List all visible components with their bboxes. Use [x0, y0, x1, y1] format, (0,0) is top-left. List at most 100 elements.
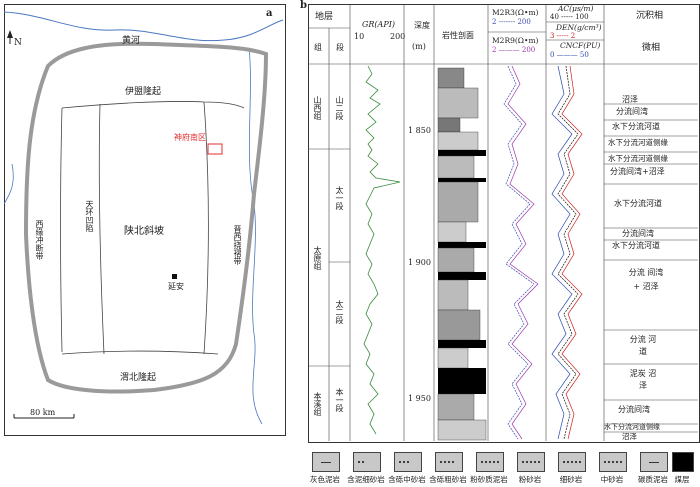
region-yimeng: 伊盟隆起 — [125, 87, 162, 97]
depth-1900: 1 900 — [408, 258, 431, 267]
region-tianhuan: 天环凹陷 — [85, 200, 94, 232]
legend-label: 灰色泥岩 — [310, 475, 340, 484]
texture-dot — [538, 461, 540, 463]
texture-dot — [444, 461, 446, 463]
facies-header: 沉积相 — [636, 11, 664, 21]
texture-dot — [567, 461, 569, 463]
section-ben1: 本一段 — [335, 388, 344, 412]
north-label: N — [14, 38, 22, 48]
facies-row: 分流 间湾 + 沼泽 — [628, 268, 664, 291]
yellow-river — [4, 11, 284, 42]
carbonaceous-mudstone-icon — [640, 452, 668, 472]
texture-dash — [649, 462, 659, 463]
legend-label: 含泥细砂岩 — [347, 475, 385, 484]
depth-header: 深度 — [414, 21, 430, 30]
texture-dot — [534, 461, 536, 463]
cncf-range: 0 ——— 50 — [550, 51, 589, 59]
study-area-label: 神府南区 — [174, 133, 206, 142]
m2r9-header: M2R9(Ω•m) — [492, 36, 539, 45]
den-range: 3 ----- 2 — [550, 32, 576, 40]
facies-row: 沼泽 — [622, 432, 637, 441]
facies-row: 水下分流河道 — [614, 199, 662, 208]
study-area-box — [207, 143, 223, 155]
muddy-fine-sandstone-icon — [353, 452, 381, 472]
region-shanbei: 陕北斜坡 — [124, 226, 164, 237]
texture-dot — [452, 461, 454, 463]
strata-header: 地层 — [315, 12, 334, 22]
texture-dot — [358, 461, 360, 463]
texture-dot — [571, 461, 573, 463]
region-jinxi: 晋西挠褶带 — [233, 225, 242, 265]
texture-dot — [407, 461, 409, 463]
facies-row: 水下分流河道 — [612, 122, 660, 131]
texture-dot — [604, 461, 606, 463]
region-weibei: 渭北隆起 — [120, 373, 157, 383]
facies-row: 水下分流河道侧缘 — [608, 138, 668, 147]
section-tai1: 太一段 — [335, 186, 344, 210]
fine-sandstone-icon — [558, 452, 586, 472]
facies-row: 分流间湾 — [616, 107, 648, 116]
depth-1850: 1 850 — [408, 126, 431, 135]
gr-header: GR(API) — [362, 20, 395, 29]
log-panel-label: b — [300, 0, 307, 11]
facies-row: 分流间湾 — [622, 229, 654, 238]
gravelly-coarse-sandstone-icon — [435, 452, 463, 472]
section-header: 段 — [336, 43, 344, 52]
m2r3-range: 2 ------- 200 — [492, 18, 531, 26]
silty-mudstone-icon — [476, 452, 504, 472]
legend-label: 细砂岩 — [559, 475, 583, 484]
legend-label: 碳质泥岩 — [638, 475, 668, 484]
ac-range: 40 ----- 100 — [550, 13, 589, 21]
texture-dot — [616, 461, 618, 463]
river-label: 黄河 — [122, 36, 141, 46]
map-panel-label: a — [266, 8, 273, 19]
city-label: 延安 — [168, 282, 184, 291]
basin-boundary — [23, 41, 269, 394]
gr-curve — [363, 65, 401, 435]
microfacies-header: 微相 — [642, 43, 661, 53]
texture-dash — [321, 462, 331, 463]
siltstone-icon — [517, 452, 545, 472]
texture-dot — [522, 461, 524, 463]
texture-dot — [399, 461, 401, 463]
well-log-chart — [308, 4, 698, 441]
facies-row: 分流间湾+沼泽 — [610, 167, 665, 176]
facies-row: 沼泽 — [622, 95, 638, 104]
gray-mudstone-icon — [312, 452, 340, 472]
legend-label: 煤层 — [674, 475, 690, 484]
north-arrow-icon — [7, 30, 13, 44]
texture-dot — [497, 461, 499, 463]
texture-dot — [530, 461, 532, 463]
facies-row: 水下分流河道侧缘 — [608, 154, 668, 163]
m2r9-curve — [507, 65, 539, 440]
group-shanxi: 山西组 — [313, 96, 322, 120]
section-tai2: 太二段 — [335, 300, 344, 324]
texture-dot — [608, 461, 610, 463]
legend-label: 含砾中砂岩 — [388, 475, 426, 484]
m2r3-header: M2R3(Ω•m) — [492, 8, 539, 17]
ac-curve — [557, 65, 579, 440]
m2r3-curve — [503, 65, 535, 440]
texture-dot — [526, 461, 528, 463]
section-shan2: 山二段 — [335, 96, 344, 120]
texture-dot — [579, 461, 581, 463]
facies-row: 分流间湾 — [618, 405, 650, 414]
ac-header: AC(μs/m) — [558, 4, 594, 13]
cncf-curve — [551, 65, 573, 440]
texture-dot — [489, 461, 491, 463]
texture-dot — [612, 461, 614, 463]
gr-max: 200 — [390, 32, 406, 41]
facies-row: 分流 河道 — [629, 335, 657, 356]
gr-min: 10 — [354, 32, 365, 41]
scale-bar-icon — [13, 414, 75, 419]
legend-label: 粉砂岩 — [518, 475, 542, 484]
lithology-column — [437, 67, 487, 441]
den-curve — [561, 65, 583, 440]
legend-label: 含砾粗砂岩 — [429, 475, 467, 484]
region-xiyuan: 西缘冲断带 — [35, 220, 44, 260]
texture-dot — [575, 461, 577, 463]
coal-icon — [672, 452, 694, 472]
group-benxi: 本溪组 — [313, 392, 322, 416]
facies-row: 水下分流河道侧缘 — [604, 423, 660, 431]
group-taiyuan: 太原组 — [313, 246, 322, 270]
